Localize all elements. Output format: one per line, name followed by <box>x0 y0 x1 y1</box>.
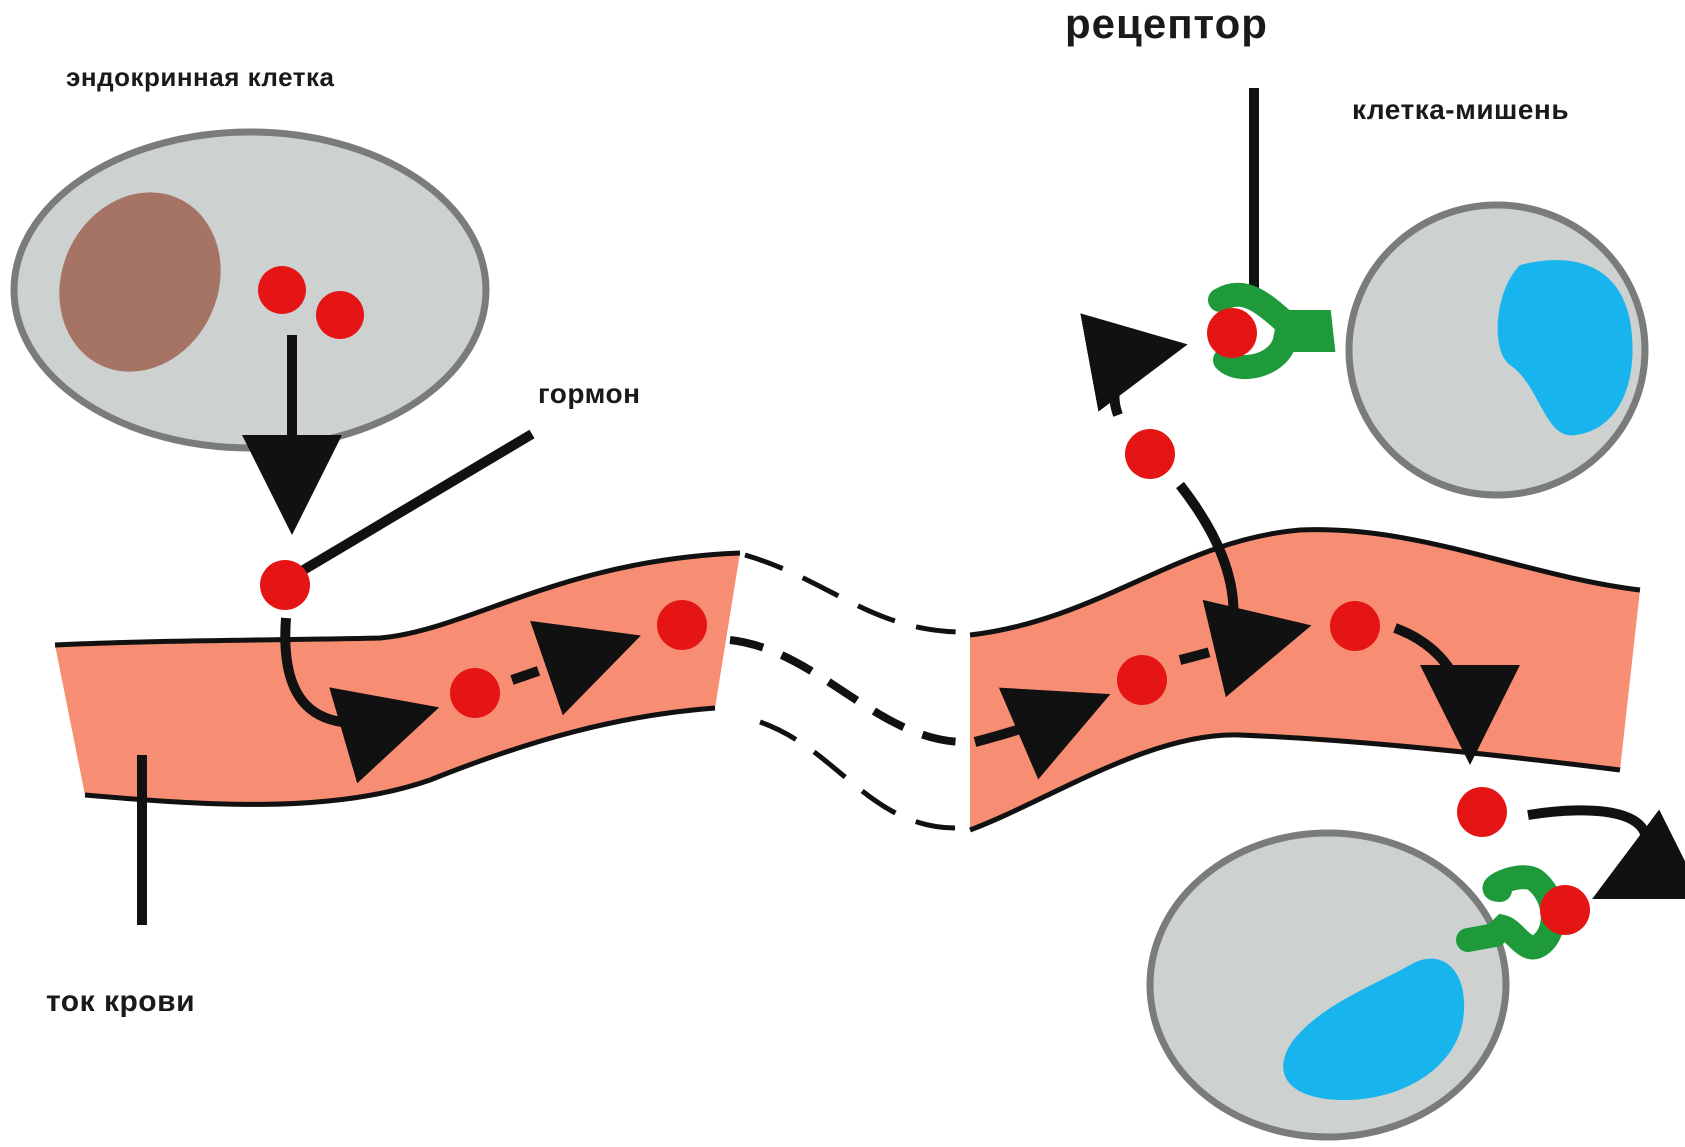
vessel-gap-top-dashed <box>745 555 960 632</box>
hormone-pointer-line <box>290 434 532 578</box>
label-receptor: рецептор <box>1065 0 1268 48</box>
endocrine-cell <box>14 132 486 448</box>
hormone-in-blood <box>1330 601 1380 651</box>
hormone-in-blood <box>450 668 500 718</box>
blood-vessel-left <box>55 553 740 804</box>
hormone-bound <box>1540 885 1590 935</box>
hormone-granule <box>258 266 306 314</box>
hormone-molecule <box>260 560 310 610</box>
hormone-leaving-vessel <box>1125 429 1175 479</box>
label-hormone: гормон <box>538 378 641 410</box>
hormone-granule <box>316 291 364 339</box>
target-cell-lower <box>1150 833 1506 1137</box>
hormone-leaving-vessel <box>1457 787 1507 837</box>
hormone-in-blood <box>1117 655 1167 705</box>
target-cell-upper <box>1349 205 1645 495</box>
hormone-bound <box>1207 308 1257 358</box>
receptor-upper <box>1207 295 1322 367</box>
hormone-in-blood <box>657 600 707 650</box>
label-endocrine-cell: эндокринная клетка <box>66 62 334 93</box>
hormone-to-receptor-arrow <box>1115 348 1168 415</box>
label-target-cell: клетка-мишень <box>1352 94 1569 126</box>
label-blood-flow: ток крови <box>46 985 195 1019</box>
